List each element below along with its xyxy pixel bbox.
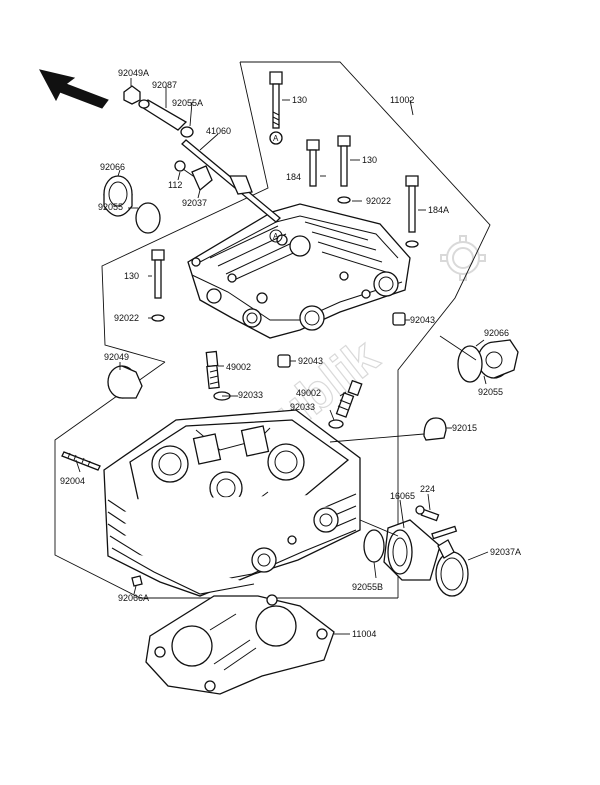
label-92066-top: 92066 [100, 162, 125, 172]
part-130-bolt-left [151, 249, 165, 322]
label-92043-right: 92043 [410, 315, 435, 325]
cylinder-head [103, 409, 361, 597]
part-92033-washer-right [328, 419, 344, 429]
label-130-left: 130 [124, 271, 139, 281]
part-130-bolt-top [269, 71, 283, 145]
label-112: 112 [168, 180, 182, 190]
label-92055-right: 92055 [478, 387, 503, 397]
label-92049: 92049 [104, 352, 129, 362]
label-92055-left: 92055 [98, 202, 123, 212]
label-16065: 16065 [390, 491, 415, 501]
label-49002-left: 49002 [226, 362, 251, 372]
label-224: 224 [420, 484, 435, 494]
part-92015-cap-nut [423, 417, 447, 441]
label-130-mid: 130 [362, 155, 377, 165]
label-92004: 92004 [60, 476, 85, 486]
label-92066A: 92066A [118, 593, 149, 603]
label-92055B: 92055B [352, 582, 383, 592]
part-92066-plug-right [477, 339, 519, 379]
part-184-bolt [306, 139, 320, 187]
label-92037A: 92037A [490, 547, 521, 557]
label-92055A: 92055A [172, 98, 203, 108]
label-92022-left: 92022 [114, 313, 139, 323]
label-11002: 11002 [390, 95, 414, 105]
svg-text:A: A [273, 134, 279, 143]
label-49002-right: 49002 [296, 388, 321, 398]
label-92033-left: 92033 [238, 390, 263, 400]
label-92043-mid: 92043 [298, 356, 323, 366]
label-130-top: 130 [292, 95, 307, 105]
part-92055-o-ring-left [135, 202, 161, 234]
label-41060: 41060 [206, 126, 231, 136]
label-11004: 11004 [352, 629, 376, 639]
label-184A: 184A [428, 205, 449, 215]
part-184A-bolt [405, 175, 419, 248]
part-92055-o-ring-right [457, 345, 483, 383]
part-92004-stud [61, 451, 101, 471]
label-92066-right: 92066 [484, 328, 509, 338]
part-224-screw [415, 505, 440, 522]
label-92033-right: 92033 [290, 402, 315, 412]
leader-lines [75, 78, 489, 635]
part-92055A-o-ring [180, 126, 194, 138]
part-92087-tube [138, 99, 188, 131]
part-41060-rod [181, 139, 281, 223]
reference-marker-a-top: A [269, 131, 283, 145]
part-49002-spark-plug-right [335, 379, 363, 418]
part-92043-damper-right [392, 312, 406, 326]
part-92066-plug [103, 175, 133, 217]
part-92066A-plug [131, 575, 143, 587]
label-184: 184 [286, 172, 301, 182]
part-130-bolt-mid [337, 135, 351, 204]
front-direction-arrow-icon [39, 69, 109, 109]
label-92037: 92037 [182, 198, 207, 208]
label-92022-right: 92022 [366, 196, 391, 206]
reference-marker-a-cover: A [269, 229, 283, 243]
part-92055B-o-ring [363, 529, 385, 563]
part-92049-plug [107, 365, 143, 399]
head-gasket [145, 594, 335, 695]
svg-text:A: A [273, 232, 279, 241]
label-92087: 92087 [152, 80, 177, 90]
part-92043-damper-mid [277, 354, 291, 368]
part-112-bolt [174, 160, 197, 179]
gear-watermark-icon [440, 235, 486, 281]
part-49002-spark-plug-left [205, 350, 220, 390]
part-92037-clamp [191, 165, 213, 192]
rocker-cover [187, 203, 411, 339]
label-92049A: 92049A [118, 68, 149, 78]
label-92015: 92015 [452, 423, 477, 433]
part-92049A-cap-nut [123, 85, 141, 105]
part-92037A-clamp [431, 525, 469, 597]
part-labels: 92049A 92087 92055A 41060 92066 112 9203… [60, 68, 521, 639]
part-16065-intake-holder [383, 519, 441, 581]
